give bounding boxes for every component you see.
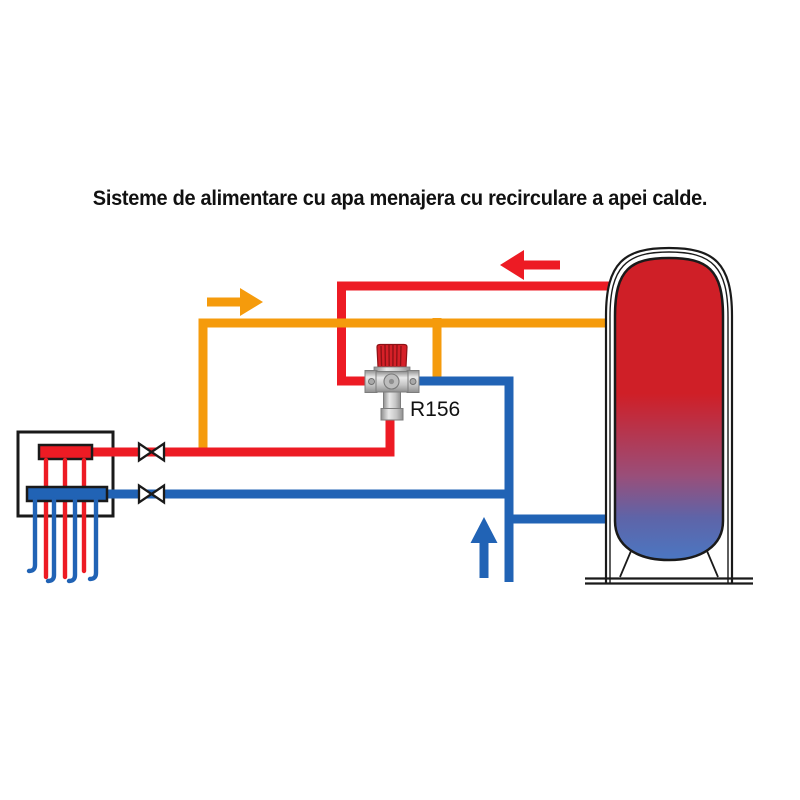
- manifold-cold-bar: [25, 485, 109, 503]
- valve-left-screw: [368, 378, 375, 385]
- valve-center-dot: [388, 378, 395, 385]
- pipe-recirculation: [198, 318, 612, 452]
- storage-tank: [585, 246, 753, 585]
- pipe-cold-water: [107, 376, 612, 582]
- manifold-hot-outlets: [43, 457, 87, 580]
- tank-base: [585, 577, 753, 585]
- tank-vessel: [613, 256, 725, 562]
- manifold-hot-bar: [37, 443, 94, 461]
- thermostatic-mixing-valve: [364, 343, 420, 421]
- manifold-cold-outlets: [26, 497, 99, 584]
- valve-bottom-nut: [380, 408, 404, 421]
- distribution-manifold: [25, 443, 109, 584]
- shutoff-valve-hot-icon: [137, 441, 166, 463]
- tank-shell-inner-line: [609, 251, 729, 583]
- pipe-hot-supply: [337, 281, 612, 386]
- valve-lower-neck: [383, 391, 401, 409]
- valve-knob-ribs: [380, 344, 402, 367]
- mixing-valve-model-label: R156: [410, 398, 461, 421]
- recirculation-flow-arrow-right-icon: [207, 288, 263, 316]
- shutoff-valve-cold-icon: [137, 483, 166, 505]
- tank-legs: [619, 550, 719, 578]
- valve-right-screw: [409, 378, 417, 385]
- page-title: Sisteme de alimentare cu apa menajera cu…: [92, 187, 708, 210]
- hot-flow-arrow-left-icon: [500, 250, 560, 280]
- pipe-mixed-hot: [92, 418, 395, 457]
- cold-supply-flow-arrow-up-icon: [470, 517, 498, 578]
